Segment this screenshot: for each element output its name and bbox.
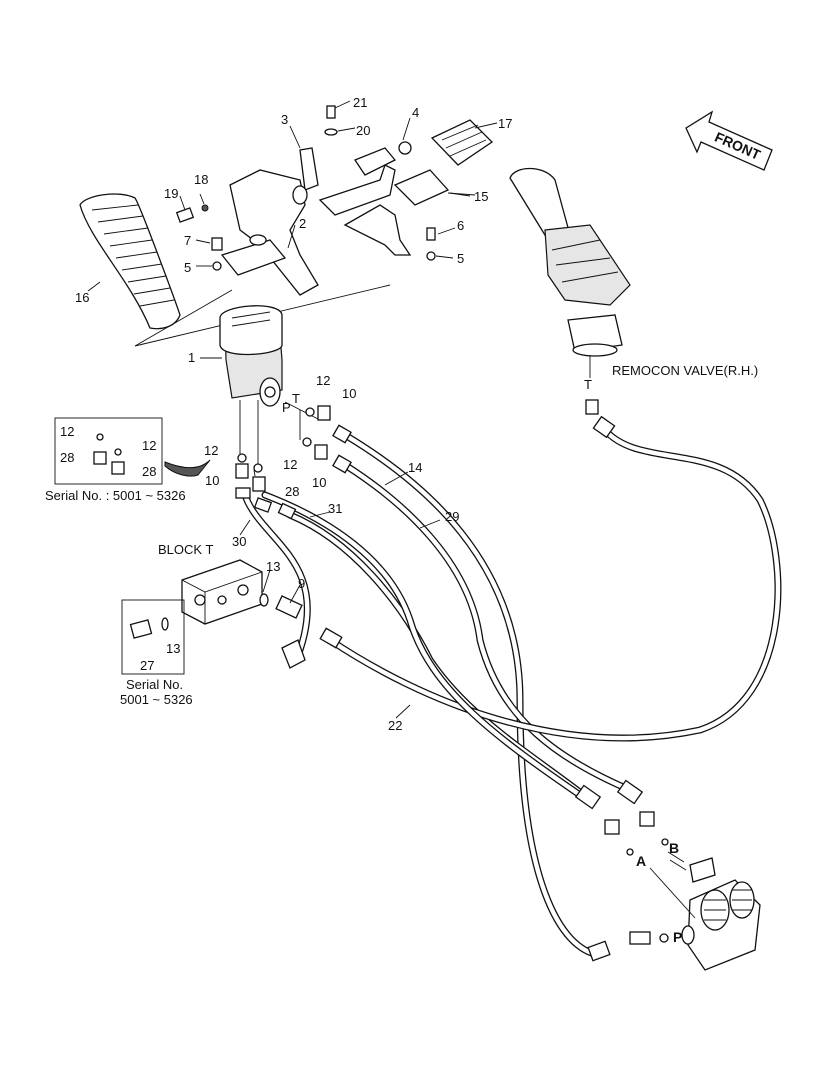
front-arrow: FRONT [685,110,773,171]
label-30: 30 [232,534,246,549]
label-12a: 12 [316,373,330,388]
port-b: B [669,840,679,856]
block-t-label: BLOCK T [158,542,213,557]
label-1: 1 [188,350,195,365]
label-20: 20 [356,123,370,138]
label-3: 3 [281,112,288,127]
part-labels: 1 2 3 4 5 5 6 7 9 10 10 10 12 12 12 12 1… [60,95,512,733]
brake-valve-1 [219,305,321,465]
label-12b: 12 [204,443,218,458]
label-9: 9 [298,576,305,591]
brake-bracket-15 [318,105,494,261]
label-12e: 12 [142,438,156,453]
label-27: 27 [140,658,154,673]
label-10b: 10 [205,473,219,488]
block-t [181,559,269,625]
label-18: 18 [194,172,208,187]
port-p-valve: P [282,400,291,415]
bolts-left [175,204,223,271]
label-5a: 5 [184,260,191,275]
remocon-valve-label: REMOCON VALVE(R.H.) [612,363,758,378]
pedal-bracket-2 [220,147,319,296]
port-p-control: P [673,929,682,945]
port-labels: P T T A B P [282,377,682,945]
label-12d: 12 [60,424,74,439]
leader-lines [87,100,498,719]
label-15: 15 [474,189,488,204]
label-7: 7 [184,233,191,248]
label-19: 19 [164,186,178,201]
label-14: 14 [408,460,422,475]
label-22: 22 [388,718,402,733]
label-28a: 28 [285,484,299,499]
port-a: A [636,853,646,869]
label-21: 21 [353,95,367,110]
serial-box-1 [54,417,211,485]
label-6: 6 [457,218,464,233]
serial-box-2 [121,599,185,675]
port-t-remocon: T [584,377,592,392]
label-5b: 5 [457,251,464,266]
label-10a: 10 [342,386,356,401]
serial-label-2b: 5001 ~ 5326 [120,692,193,707]
label-13a: 13 [266,559,280,574]
label-2: 2 [299,216,306,231]
control-valve [574,779,761,971]
label-31: 31 [328,501,342,516]
label-28c: 28 [142,464,156,479]
label-29: 29 [445,509,459,524]
fittings-valve [235,405,352,520]
label-13b: 13 [166,641,180,656]
port-t-valve: T [292,391,300,406]
fitting-9 [275,595,343,669]
hose-group [241,426,782,959]
label-10c: 10 [312,475,326,490]
callout-labels: REMOCON VALVE(R.H.) BLOCK T Serial No. :… [45,363,758,707]
label-16: 16 [75,290,89,305]
label-17: 17 [498,116,512,131]
serial-label-2a: Serial No. [126,677,183,692]
label-12c: 12 [283,457,297,472]
label-28b: 28 [60,450,74,465]
label-4: 4 [412,105,419,120]
serial-label-1: Serial No. : 5001 ~ 5326 [45,488,186,503]
remocon-joystick [509,167,631,439]
